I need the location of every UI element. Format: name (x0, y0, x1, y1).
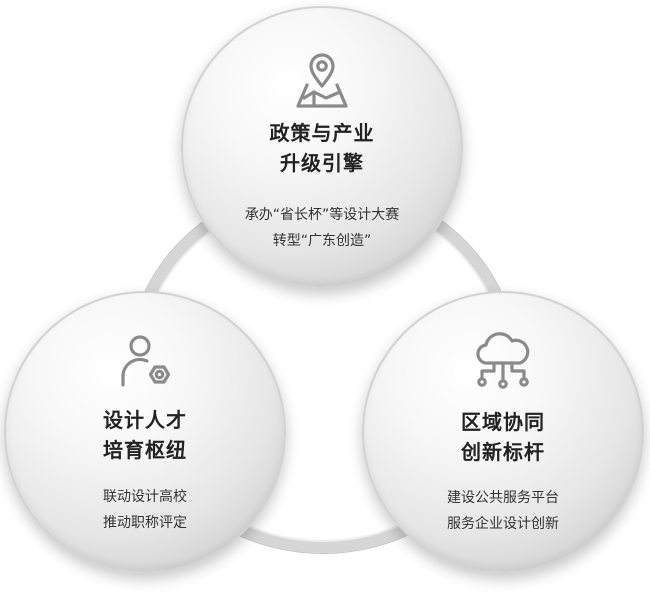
circle-description: 建设公共服务平台 服务企业设计创新 (447, 490, 559, 532)
circle-title: 政策与产业 升级引擎 (269, 121, 375, 175)
circle-regional-collaboration: 区域协同 创新标杆 建设公共服务平台 服务企业设计创新 (362, 291, 644, 573)
circle-talent-hub: 设计人才 培育枢纽 联动设计高校 推动职称评定 (4, 291, 286, 573)
circle-title: 区域协同 创新标杆 (461, 410, 545, 464)
circle-description: 承办“省长杯”等设计大赛 转型“广东创造” (244, 207, 400, 249)
talent-gear-icon (115, 331, 175, 395)
circle-title: 设计人才 培育枢纽 (103, 408, 187, 462)
cloud-network-icon (470, 329, 536, 395)
map-pin-icon (292, 52, 352, 114)
circle-policy-industry: 政策与产业 升级引擎 承办“省长杯”等设计大赛 转型“广东创造” (181, 6, 463, 288)
circle-description: 联动设计高校 推动职称评定 (103, 489, 187, 531)
